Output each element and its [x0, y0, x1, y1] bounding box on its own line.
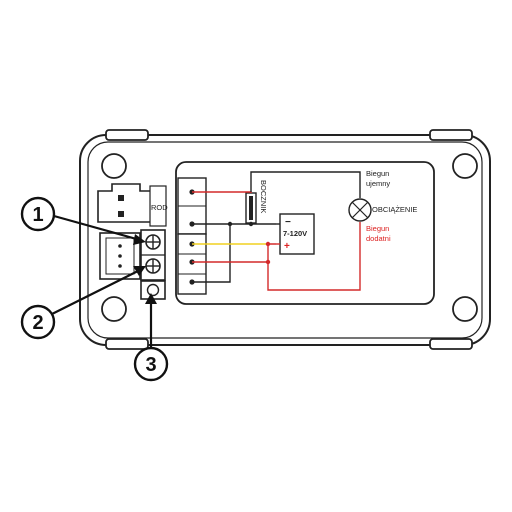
callout-3-arrowhead [145, 293, 157, 304]
callout-2-circle [20, 304, 56, 340]
mounting-hole [101, 296, 127, 322]
mounting-hole [101, 153, 127, 179]
left-connector-panel: ROD [97, 183, 168, 300]
supply-minus-sign: − [285, 217, 291, 228]
wire-black-load-negative [250, 171, 361, 198]
usb-pin [118, 195, 124, 201]
shunt-label: BOCZNIK [259, 180, 268, 213]
callout-2-arrowhead [133, 266, 146, 276]
supply-voltage-label: 7-120V [283, 229, 307, 238]
enclosure-top-tab [105, 129, 149, 141]
callout-2-number: 2 [32, 312, 43, 334]
negative-pole-label-line2: ujemny [366, 179, 390, 188]
callout-1-number: 1 [32, 204, 43, 226]
enclosure-inner-outline [87, 141, 483, 339]
power-supply-box [279, 213, 315, 255]
supply-plus-sign: + [284, 241, 290, 252]
connector-pin [118, 254, 122, 258]
lamp-cross [351, 201, 369, 219]
callouts: 1 2 3 [20, 196, 169, 382]
usb-pin [118, 211, 124, 217]
callout-3-number: 3 [145, 354, 156, 376]
callout-2-leader [51, 269, 141, 315]
mounting-hole [452, 296, 478, 322]
shunt-resistor-body [249, 196, 253, 220]
negative-pole-label-line1: Biegun [366, 169, 389, 178]
enclosure-top-tab [429, 129, 473, 141]
push-button [146, 283, 160, 297]
wire-junction [265, 241, 271, 247]
positive-pole-label-line1: Biegun [366, 224, 389, 233]
load-label: OBCIĄŻENIE [372, 205, 417, 214]
enclosure-bottom-tab [105, 338, 149, 350]
callout-1-leader [53, 214, 141, 242]
mounting-hole [452, 153, 478, 179]
connector-pin [118, 264, 122, 268]
callout-1-arrowhead [133, 234, 146, 245]
wire-red-positive [192, 243, 276, 263]
enclosure-bottom-tab [429, 338, 473, 350]
wire-red-load-positive [267, 222, 361, 291]
callout-3-circle [133, 346, 169, 382]
connector-pin [118, 244, 122, 248]
rod-tag-label: ROD [151, 203, 168, 212]
positive-pole-label-line2: dodatni [366, 234, 391, 243]
usb-connector [97, 183, 153, 223]
circuit-panel: BOCZNIK − 7-120V + OBCIĄŻENIE B [175, 161, 435, 305]
wire-junction [265, 259, 271, 265]
rod-tag-box [149, 185, 167, 227]
callout-1-circle [20, 196, 56, 232]
